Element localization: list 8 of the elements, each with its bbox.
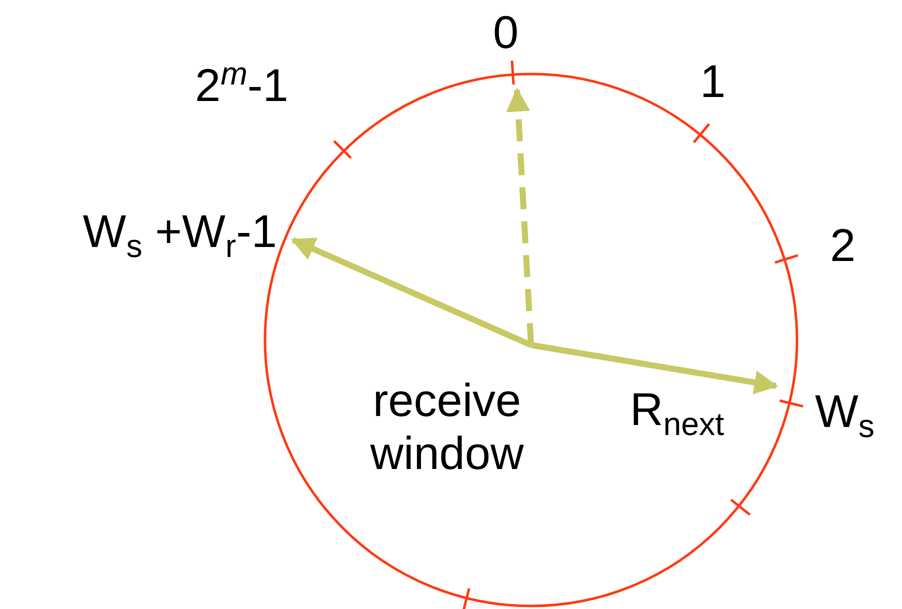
sequence-label: 2 [830,222,856,268]
window-caption: receive window [369,374,525,480]
pointer-arrow [506,88,534,346]
sequence-label: 0 [493,9,519,55]
sequence-label: 2$^{m}$-1 [195,62,288,108]
pointer-arrow [290,237,532,348]
pointer-arrow [530,342,778,394]
sequence-label: 1 [700,58,726,104]
